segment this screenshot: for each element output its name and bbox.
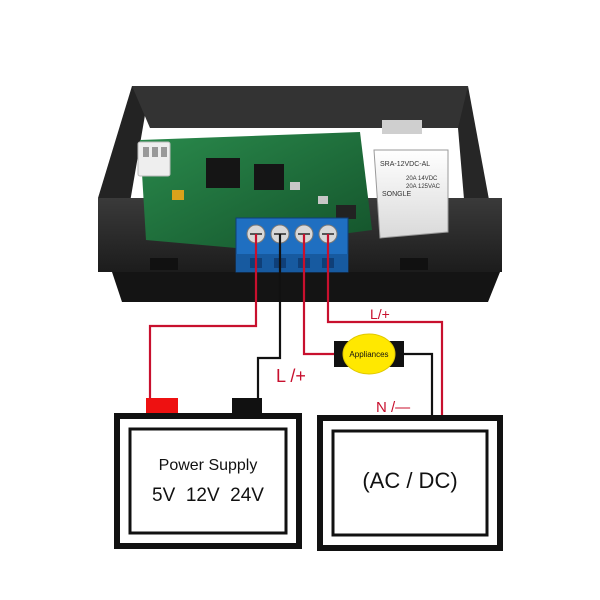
relay: SRA-12VDC-AL 20A 14VDC 20A 125VAC SONGLE	[373, 149, 449, 239]
load-source-label: (AC / DC)	[362, 468, 457, 493]
enclosure-clip-top	[382, 120, 422, 134]
controller-module: SRA-12VDC-AL 20A 14VDC 20A 125VAC SONGLE	[98, 86, 502, 302]
connector-pin	[143, 147, 149, 157]
enclosure-clip-right	[400, 258, 428, 270]
relay-brand-text: SONGLE	[382, 191, 412, 198]
power-supply: Power Supply 5V 12V 24V	[114, 398, 302, 549]
load-source-inner	[331, 429, 489, 537]
relay-model-text: SRA-12VDC-AL	[380, 161, 430, 168]
connector-pin	[161, 147, 167, 157]
smd-component	[290, 182, 300, 190]
label-load-n: N /—	[376, 399, 410, 416]
wires	[148, 234, 444, 418]
enclosure-clip-left	[150, 258, 178, 270]
power-supply-title: Power Supply	[159, 457, 258, 474]
wire-load-n	[400, 352, 434, 418]
ic-chip	[254, 164, 284, 190]
wire-supply-negative	[256, 234, 282, 398]
ic-chip	[206, 158, 240, 188]
power-supply-voltages: 5V 12V 24V	[152, 485, 264, 506]
connector-pin	[152, 147, 158, 157]
wire-load-l	[326, 234, 444, 418]
smd-component	[318, 196, 328, 204]
wire-relay-common	[302, 234, 338, 356]
relay-rating-1-text: 20A 14VDC	[406, 176, 438, 182]
appliance-bulb	[342, 333, 396, 375]
label-supply-l: L /+	[276, 366, 306, 386]
enclosure-bezel	[112, 272, 500, 302]
appliance: Appliances	[334, 333, 404, 375]
enclosure-back-wall	[132, 86, 468, 128]
appliance-label: Appliances	[349, 350, 388, 359]
relay-rating-2-text: 20A 125VAC	[406, 184, 441, 190]
transistor	[336, 205, 356, 219]
terminal-block-base	[236, 254, 348, 272]
power-supply-inner	[128, 427, 288, 535]
power-supply-positive-terminal	[146, 398, 178, 416]
power-supply-negative-terminal	[232, 398, 262, 416]
terminal-block	[235, 217, 349, 273]
label-load-l: L/+	[370, 306, 390, 322]
load-source: (AC / DC)	[317, 415, 503, 551]
capacitor	[172, 190, 184, 200]
wire-supply-positive	[148, 234, 258, 398]
relay-body	[373, 149, 449, 239]
